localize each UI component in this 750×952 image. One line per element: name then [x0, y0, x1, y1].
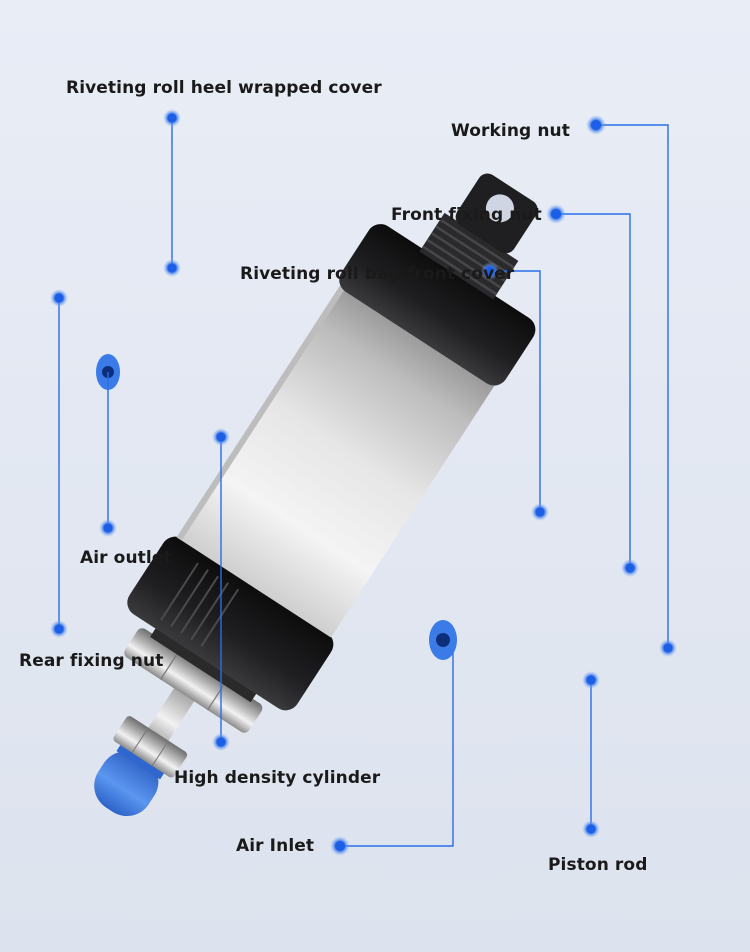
callout-dot — [212, 733, 230, 751]
callout-dot — [330, 836, 350, 856]
callout-dot — [212, 428, 230, 446]
callout-dot — [50, 289, 68, 307]
callout-dot — [582, 820, 600, 838]
front-fixing-nut-part — [124, 625, 263, 733]
front-cover-part — [127, 536, 334, 711]
callout-dot — [659, 639, 677, 657]
callout-dot — [531, 503, 549, 521]
callout-dot — [546, 204, 566, 224]
label-air-outlet: Air outlet — [80, 548, 172, 568]
air-inlet-port — [429, 620, 457, 660]
callout-dots — [50, 109, 677, 856]
working-nut-part — [113, 716, 188, 778]
callout-dot — [481, 262, 499, 280]
callout-dot — [50, 620, 68, 638]
callout-dot — [621, 559, 639, 577]
label-riveting-roll-heel-wrapped-cover: Riveting roll heel wrapped cover — [66, 78, 382, 98]
callout-dot — [163, 259, 181, 277]
callout-dot — [163, 109, 181, 127]
callout-dot — [99, 519, 117, 537]
rear-cover-part — [339, 224, 536, 386]
pneumatic-cylinder — [94, 173, 538, 817]
barrel-part — [176, 285, 495, 638]
callout-dot — [582, 671, 600, 689]
label-air-inlet: Air Inlet — [236, 836, 315, 856]
label-riveting-roll-bag-front-cover: Riveting roll bag front cover — [240, 264, 515, 284]
label-front-fixing-nut: Front fixing nut — [391, 205, 542, 225]
label-piston-rod: Piston rod — [548, 855, 648, 875]
label-high-density-cylinder: High density cylinder — [174, 768, 381, 788]
callout-dot — [586, 115, 606, 135]
label-rear-fixing-nut: Rear fixing nut — [19, 651, 164, 671]
callout-lines — [58, 118, 669, 847]
label-working-nut: Working nut — [451, 121, 570, 141]
